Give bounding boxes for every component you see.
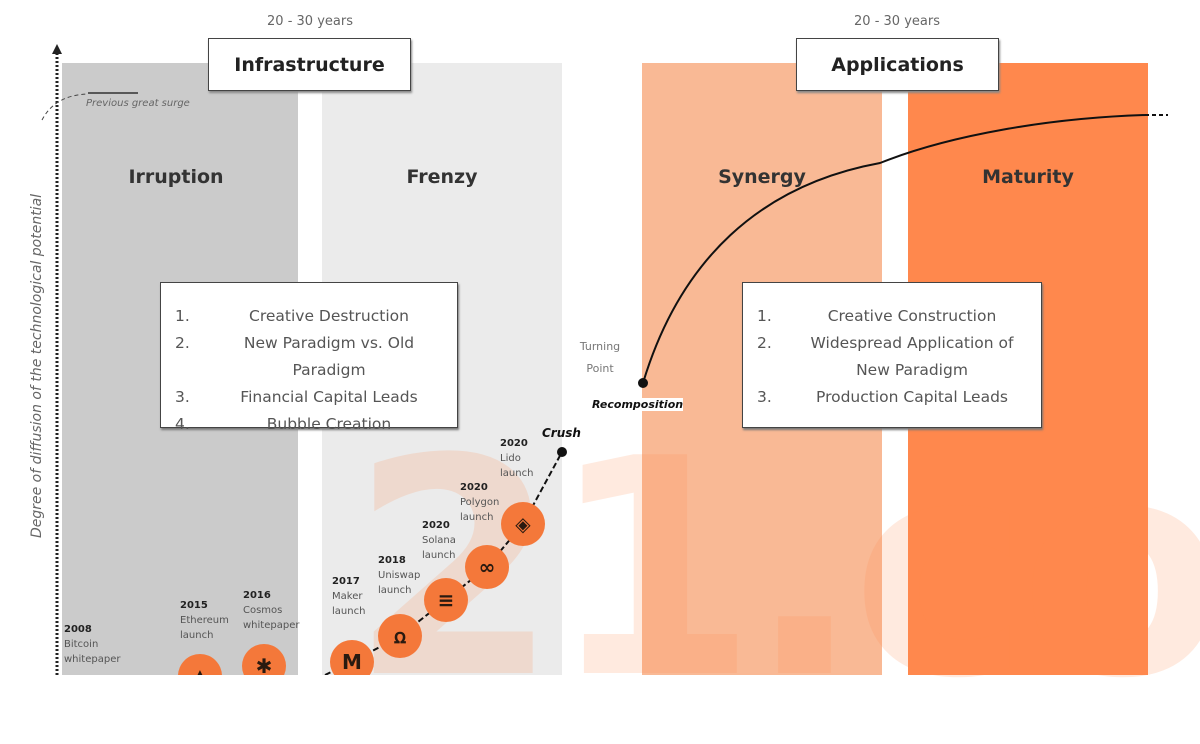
ethereum-logo-glyph: ▲ <box>192 664 208 675</box>
item-number: 4. <box>175 415 190 433</box>
years-left: 20 - 30 years <box>267 14 353 29</box>
item-number: 1. <box>757 307 772 325</box>
phase-synergy: Synergy <box>718 166 806 188</box>
uniswap-logo-icon <box>378 614 422 658</box>
list-item: 3. Production Capital Leads <box>757 384 1027 411</box>
polygon-logo-glyph: ∞ <box>479 555 496 579</box>
list-item: 4. Bubble Creation <box>175 411 443 438</box>
ethereum-logo-icon <box>178 654 222 675</box>
phase-irruption: Irruption <box>128 166 224 188</box>
event-text: Maker launch <box>332 591 366 617</box>
solana-logo-icon <box>424 578 468 622</box>
infrastructure-box: Infrastructure <box>208 38 411 91</box>
list-item: 1. Creative Construction <box>757 303 1027 330</box>
event-year: 2018 <box>378 555 406 566</box>
cosmos-logo-icon <box>242 644 286 675</box>
item-text: Creative Destruction <box>249 307 409 325</box>
item-text: Widespread Application of New Paradigm <box>810 334 1014 379</box>
polygon-logo-icon <box>465 545 509 589</box>
event-year: 2017 <box>332 576 360 587</box>
y-axis-arrow-icon <box>52 44 62 54</box>
item-number: 2. <box>757 334 772 352</box>
item-text: Production Capital Leads <box>816 388 1008 406</box>
curves-layer: ▲ ✱ Mꭥ ≡ ∞ ◈ <box>41 44 1168 675</box>
previous-surge-curve <box>41 93 89 121</box>
item-number: 3. <box>757 388 772 406</box>
event-text: Bitcoin whitepaper <box>64 639 121 665</box>
item-text: Bubble Creation <box>266 415 392 433</box>
infrastructure-characteristics: 1. Creative Destruction 2. New Paradigm vs… <box>160 282 458 433</box>
item-number: 3. <box>175 388 190 406</box>
event-year: 2015 <box>180 600 208 611</box>
event-text: Cosmos whitepaper <box>243 605 300 631</box>
list-item: 2. New Paradigm vs. Old Paradigm <box>175 330 443 384</box>
list-item: 1. Creative Destruction <box>175 303 443 330</box>
maker-logo-icon <box>330 640 374 675</box>
list-item: 2. Widespread Application of New Paradigm <box>757 330 1027 384</box>
turning-point-dot <box>638 378 648 388</box>
applications-box: Applications <box>796 38 999 91</box>
solana-logo-glyph: ≡ <box>438 588 455 612</box>
deployment-curve <box>642 114 1146 384</box>
crash-dot <box>557 447 567 457</box>
crash-label: Crush <box>542 426 581 440</box>
years-right: 20 - 30 years <box>854 14 940 29</box>
previous-surge-label: Previous great surge <box>86 98 190 109</box>
lido-logo-glyph: ◈ <box>515 512 531 536</box>
phase-maturity: Maturity <box>982 166 1074 188</box>
item-text: Financial Capital Leads <box>240 388 418 406</box>
event-year: 2020 <box>500 438 528 449</box>
event-text: Solana launch <box>422 535 456 561</box>
event-text: Lido launch <box>500 453 534 479</box>
list-item: 3. Financial Capital Leads <box>175 384 443 411</box>
item-text: New Paradigm vs. Old Paradigm <box>243 334 415 379</box>
item-number: 1. <box>175 307 190 325</box>
event-year: 2016 <box>243 590 271 601</box>
event-year: 2020 <box>422 520 450 531</box>
item-number: 2. <box>175 334 190 352</box>
applications-characteristics: 1. Creative Construction 2. Widespread App… <box>742 282 1042 428</box>
lido-logo-icon <box>501 502 545 546</box>
event-text: Uniswap launch <box>378 570 421 596</box>
turning-point-label: Turning Point <box>579 340 621 375</box>
maker-logo-glyph: M <box>342 650 362 674</box>
frenzy-curve <box>324 451 563 675</box>
event-text: Ethereum launch <box>180 615 229 641</box>
recomposition-label: Recomposition <box>592 398 684 411</box>
event-text: Polygon launch <box>460 497 500 523</box>
uniswap-logo-glyph: ꭥ <box>394 624 406 648</box>
phase-frenzy: Frenzy <box>406 166 478 188</box>
event-year: 2008 <box>64 624 92 635</box>
item-text: Creative Construction <box>827 307 997 325</box>
cosmos-logo-glyph: ✱ <box>256 654 273 675</box>
event-year: 2020 <box>460 482 488 493</box>
